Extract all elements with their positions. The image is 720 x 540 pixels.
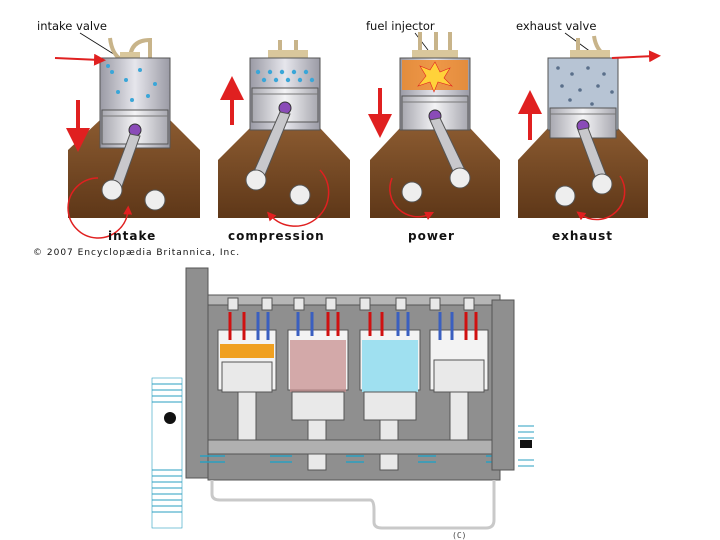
callout-exhaust-valve: exhaust valve bbox=[516, 19, 596, 33]
oil-return-line bbox=[210, 480, 496, 530]
four-stroke-cycle-panel: intake valve fuel injector exhaust valve bbox=[33, 19, 661, 258]
crank-pin bbox=[449, 167, 471, 189]
crankshaft bbox=[144, 189, 166, 211]
stage-label-intake: intake bbox=[108, 229, 156, 243]
cylinder-head bbox=[120, 52, 140, 60]
flywheel bbox=[151, 267, 209, 529]
intake-valve bbox=[228, 312, 246, 340]
injector-pipes bbox=[418, 32, 452, 52]
rotation-arrow bbox=[266, 169, 330, 227]
intake-valve bbox=[368, 312, 384, 336]
combustion-flame bbox=[220, 344, 274, 358]
exhaust-flow-arrow bbox=[611, 50, 661, 63]
rotation-arrow bbox=[67, 177, 133, 239]
crank-pin bbox=[591, 173, 613, 195]
inline-four-engine-panel: (C) bbox=[151, 267, 534, 540]
callout-intake-valve: intake valve bbox=[37, 19, 107, 33]
piston bbox=[433, 359, 485, 393]
stage-label-power: power bbox=[408, 229, 455, 243]
cylinder-2 bbox=[287, 312, 349, 471]
stage-compression: compression bbox=[218, 40, 350, 243]
stage-intake: intake bbox=[54, 37, 200, 243]
stage-exhaust: exhaust bbox=[518, 35, 661, 243]
connecting-rod bbox=[449, 391, 469, 443]
piston bbox=[221, 361, 273, 393]
crankshaft bbox=[207, 439, 501, 455]
spark-burst bbox=[417, 61, 454, 93]
crankshaft bbox=[289, 184, 311, 206]
cylinder-head bbox=[412, 50, 458, 58]
fuel-droplets bbox=[106, 64, 157, 102]
corner-stamp: (C) bbox=[452, 531, 466, 540]
stage-label-exhaust: exhaust bbox=[552, 229, 613, 243]
flywheel-hub bbox=[164, 412, 176, 424]
intake-flow-arrow bbox=[54, 53, 106, 66]
exhaust-valve bbox=[438, 312, 454, 340]
cylinder-1 bbox=[217, 312, 277, 443]
crankshaft bbox=[401, 181, 423, 203]
crank-pin bbox=[245, 169, 267, 191]
rotation-arrow bbox=[576, 175, 626, 221]
right-side-rails bbox=[491, 299, 534, 471]
compressed-fuel-mixture bbox=[255, 69, 315, 83]
intake-valve bbox=[326, 312, 340, 336]
piston bbox=[291, 391, 345, 421]
stage-power: power bbox=[368, 32, 500, 243]
crankshaft bbox=[554, 185, 576, 207]
cylinder-4 bbox=[429, 312, 489, 443]
crankcase bbox=[518, 128, 648, 218]
timing-cover bbox=[185, 267, 209, 479]
fresh-air-charge bbox=[362, 340, 418, 392]
exhaust-valve bbox=[256, 312, 270, 340]
crank-pin bbox=[101, 179, 123, 201]
crankcase bbox=[218, 128, 350, 218]
rotation-arrow bbox=[389, 177, 435, 221]
connecting-rod bbox=[237, 391, 257, 443]
exhaust-gas-particles bbox=[556, 66, 614, 106]
crankcase bbox=[370, 128, 500, 218]
cylinder-head bbox=[268, 50, 308, 58]
exhaust-valve bbox=[396, 312, 410, 336]
cylinder-head bbox=[570, 50, 610, 58]
copyright-notice: © 2007 Encyclopædia Britannica, Inc. bbox=[33, 248, 240, 258]
cylinder-head-gasket bbox=[207, 294, 501, 306]
fuel-air-mixture bbox=[290, 340, 346, 392]
stage-label-compression: compression bbox=[228, 229, 325, 243]
sensor-block bbox=[520, 440, 532, 448]
piston bbox=[363, 391, 417, 421]
intake-valve bbox=[464, 312, 478, 340]
callout-fuel-injector: fuel injector bbox=[366, 19, 435, 33]
exhaust-valve bbox=[296, 312, 314, 336]
camshaft-lobes bbox=[227, 297, 475, 311]
